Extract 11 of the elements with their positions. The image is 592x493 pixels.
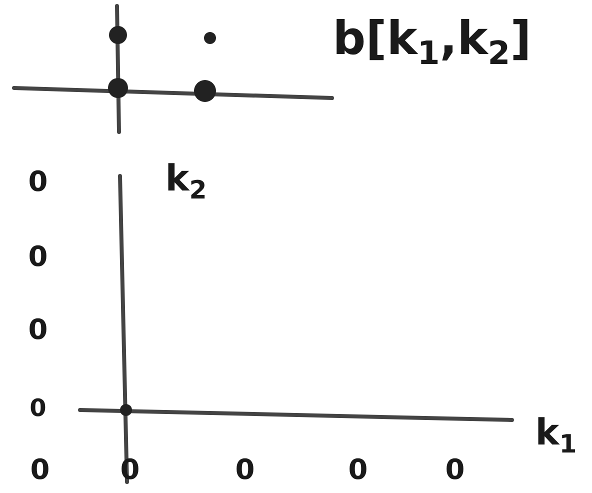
zero-value: 0 (30, 396, 46, 420)
zero-value: 0 (348, 456, 368, 484)
zero-value: 0 (445, 456, 465, 484)
zero-value: 0 (28, 316, 48, 344)
function-label: b[k$_{1}$,k$_{2}$] (332, 14, 532, 70)
zero-value: 0 (28, 168, 48, 196)
zero-value: 0 (28, 243, 48, 271)
axis-label: k$_{2}$ (165, 161, 207, 203)
axis-label: k$_{1}$ (535, 415, 577, 457)
zero-value: 0 (235, 456, 255, 484)
zero-value: 0 (30, 456, 50, 484)
